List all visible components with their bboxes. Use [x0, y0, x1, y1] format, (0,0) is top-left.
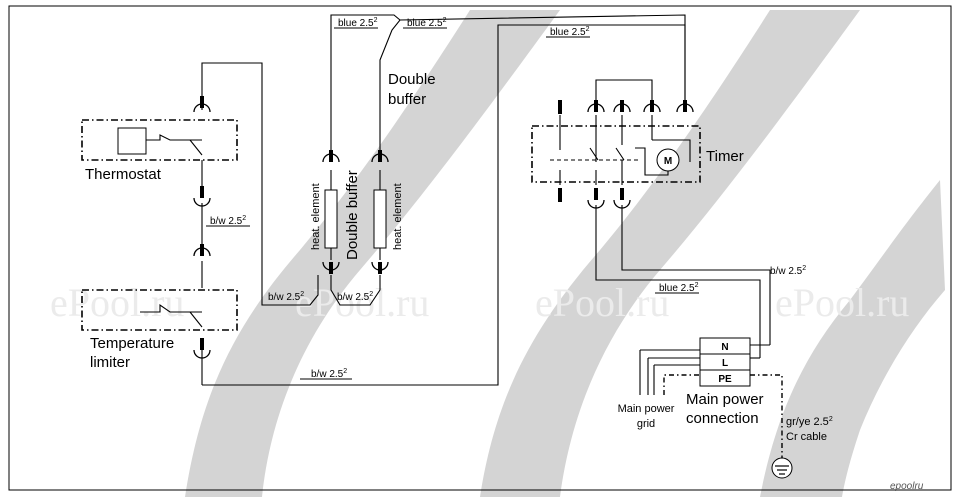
label-ground-cable-1: gr/ye 2.52	[786, 416, 833, 428]
thermostat	[81, 119, 238, 161]
label-temperature-limiter-2: limiter	[90, 354, 130, 371]
label-main-power-connection-2: connection	[686, 410, 759, 427]
wire-label-blue-mid: blue 2.52	[659, 282, 699, 294]
watermark-text: ePool.ru ePool.ru ePool.ru ePool.ru epoo…	[50, 280, 924, 492]
svg-text:ePool.ru: ePool.ru	[775, 280, 909, 325]
wire-label-blue-1: blue 2.52	[338, 17, 378, 29]
wire-label-bw-thermo: b/w 2.52	[210, 215, 246, 227]
label-heat-element-right: heat. element	[392, 183, 404, 250]
heat-element-right	[373, 189, 387, 249]
label-main-power-grid-1: Main power	[618, 403, 675, 415]
ground-icon	[771, 457, 793, 479]
svg-text:ePool.ru: ePool.ru	[295, 280, 429, 325]
svg-text:ePool.ru: ePool.ru	[535, 280, 669, 325]
label-main-power-connection-1: Main power	[686, 391, 764, 408]
label-heat-element-left: heat. element	[310, 183, 322, 250]
temperature-limiter	[81, 289, 238, 331]
heat-element-left	[324, 189, 338, 249]
connector-pins	[193, 96, 694, 359]
label-thermostat: Thermostat	[85, 166, 162, 183]
terminal-n: N	[721, 342, 728, 353]
terminal-l: L	[722, 358, 728, 369]
terminal-block: N L PE	[699, 337, 751, 387]
terminal-pe: PE	[718, 374, 732, 385]
wires	[201, 14, 771, 395]
label-double-buffer-2: buffer	[388, 91, 426, 108]
label-timer: Timer	[706, 148, 744, 165]
label-double-buffer-1: Double	[388, 71, 436, 88]
motor-icon: M	[664, 156, 672, 167]
wire-label-bw-timer: b/w 2.52	[770, 265, 806, 277]
wire-labels: blue 2.52 blue 2.52 blue 2.52 blue 2.52 …	[206, 17, 806, 380]
watermark-swirls	[185, 10, 945, 497]
label-temperature-limiter-1: Temperature	[90, 335, 174, 352]
wire-label-bw-mid: b/w 2.52	[337, 291, 373, 303]
label-main-power-grid-2: grid	[637, 418, 655, 430]
wire-label-blue-3: blue 2.52	[550, 26, 590, 38]
svg-text:epoolru: epoolru	[890, 481, 924, 492]
wire-label-blue-2: blue 2.52	[407, 17, 447, 29]
label-double-buffer-vertical: Double buffer	[344, 170, 361, 260]
component-labels: Thermostat Temperature limiter Double bu…	[85, 71, 833, 443]
svg-text:ePool.ru: ePool.ru	[50, 280, 184, 325]
wire-label-bw-bottom: b/w 2.52	[311, 368, 347, 380]
wire-label-bw-left: b/w 2.52	[268, 291, 304, 303]
timer	[531, 125, 701, 183]
outer-frame	[8, 5, 952, 491]
label-ground-cable-2: Cr cable	[786, 431, 827, 443]
